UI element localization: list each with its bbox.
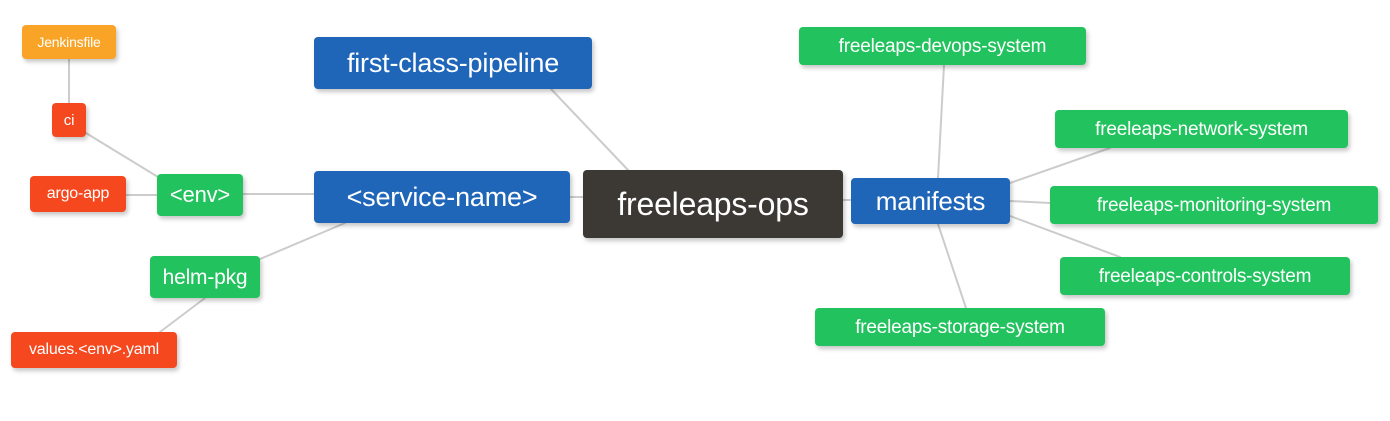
node-devops-system[interactable]: freeleaps-devops-system (799, 27, 1086, 65)
edge-manifests-to-network-system (1009, 147, 1111, 184)
node-controls-system[interactable]: freeleaps-controls-system (1060, 257, 1350, 295)
node-network-system[interactable]: freeleaps-network-system (1055, 110, 1348, 148)
node-monitoring-system[interactable]: freeleaps-monitoring-system (1050, 186, 1378, 224)
node-service-name[interactable]: <service-name> (314, 171, 570, 223)
node-helm-pkg[interactable]: helm-pkg (150, 256, 260, 298)
node-freeleaps-ops[interactable]: freeleaps-ops (583, 170, 843, 238)
node-argo-app[interactable]: argo-app (30, 176, 126, 212)
node-storage-system[interactable]: freeleaps-storage-system (815, 308, 1105, 346)
node-manifests[interactable]: manifests (851, 178, 1010, 224)
edge-helm-pkg-to-service-name (252, 222, 346, 263)
node-ci[interactable]: ci (52, 103, 86, 137)
edge-ci-to-env (85, 132, 159, 178)
node-env[interactable]: <env> (157, 174, 243, 216)
edge-first-class-pipeline-to-freeleaps-ops (550, 88, 629, 171)
edge-manifests-to-storage-system (937, 223, 967, 309)
node-values-yaml[interactable]: values.<env>.yaml (11, 332, 177, 368)
edge-manifests-to-monitoring-system (1009, 200, 1051, 204)
node-first-class-pipeline[interactable]: first-class-pipeline (314, 37, 592, 89)
node-jenkinsfile[interactable]: Jenkinsfile (22, 25, 116, 59)
edge-values-yaml-to-helm-pkg (159, 297, 206, 333)
edge-manifests-to-devops-system (937, 64, 945, 179)
